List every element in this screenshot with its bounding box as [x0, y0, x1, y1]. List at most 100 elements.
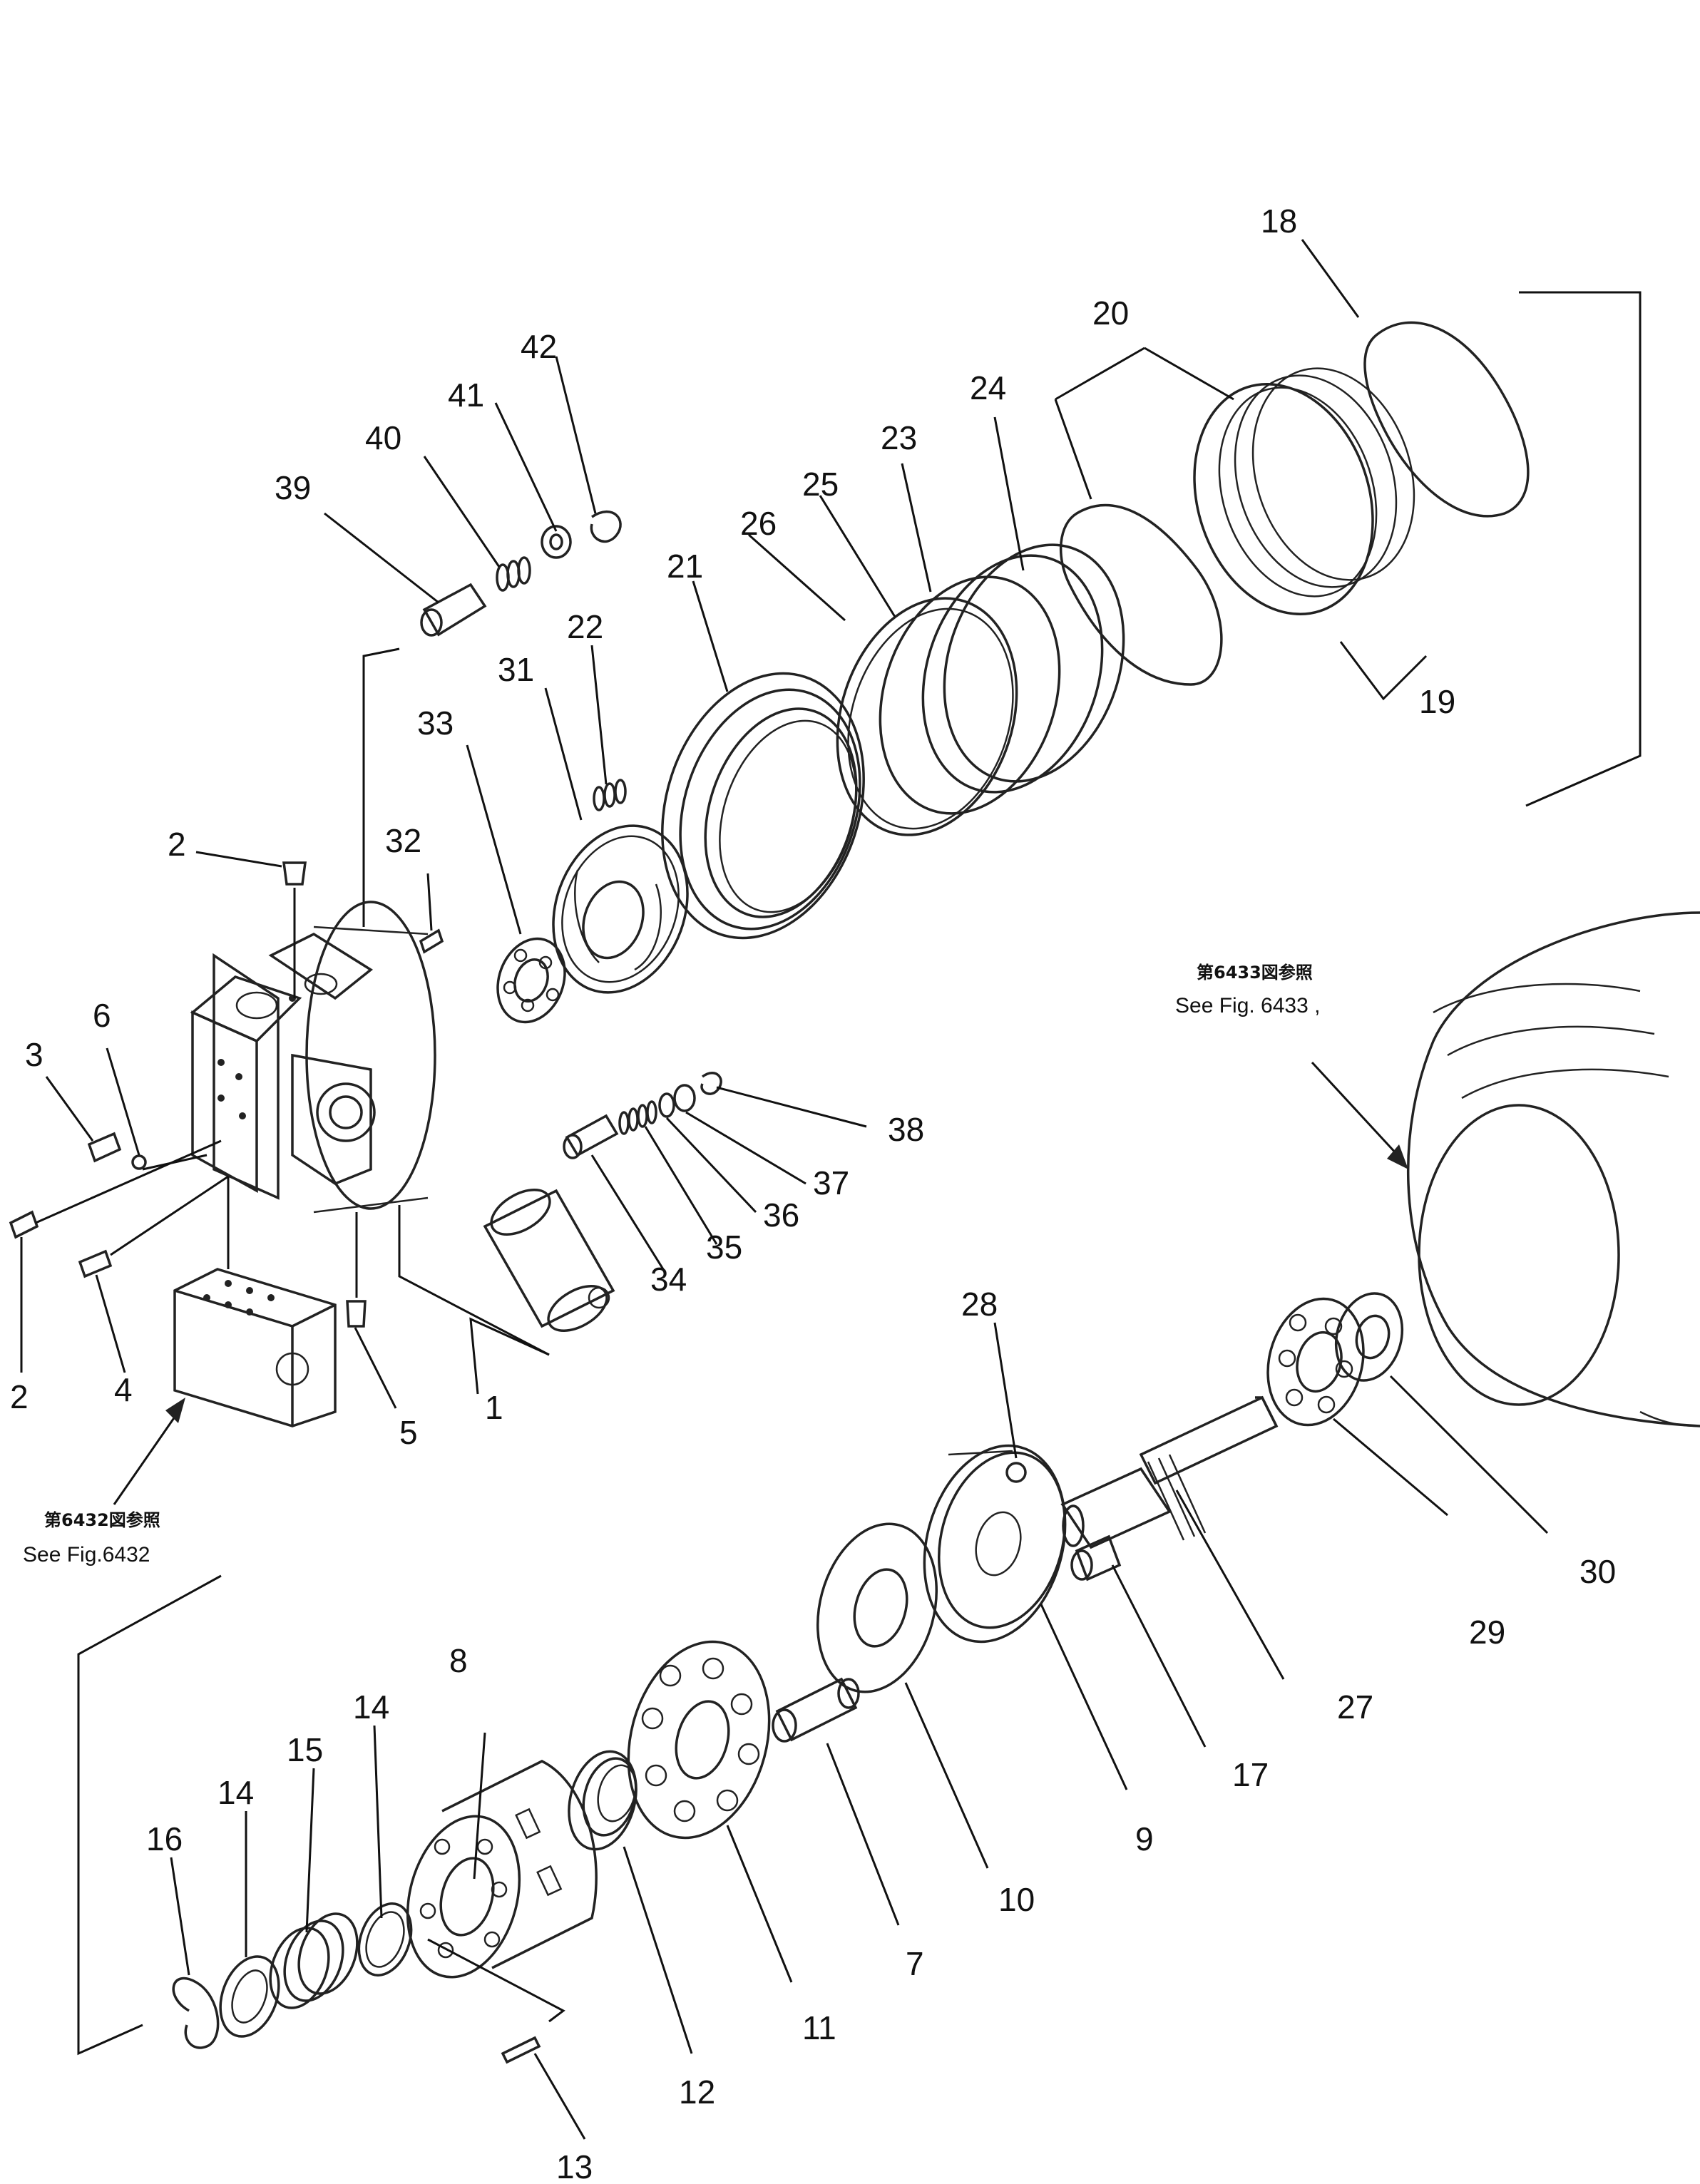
disc-pack-19 — [1193, 367, 1415, 615]
label-15: 15 — [287, 1731, 323, 1768]
label-24: 24 — [970, 369, 1006, 406]
label-41: 41 — [448, 376, 484, 414]
fig6432-arrowhead — [165, 1398, 185, 1423]
label-39: 39 — [275, 469, 311, 506]
label-38: 38 — [888, 1111, 924, 1148]
spring-40 — [496, 556, 531, 592]
fig6432-arrow — [113, 1411, 180, 1505]
snap-ring-38 — [700, 1072, 722, 1095]
ring-23 — [921, 554, 1104, 794]
valve-block — [173, 1176, 337, 1427]
plug-5 — [346, 1300, 367, 1328]
ball-28 — [1005, 1462, 1027, 1483]
label-6: 6 — [93, 997, 111, 1034]
fig6433-ref-en: See Fig. 6433 , — [1175, 994, 1320, 1017]
drive-shaft-27 — [1060, 1395, 1279, 1549]
cylinder-block-8 — [406, 1760, 598, 1979]
label-20: 20 — [1092, 294, 1129, 332]
label-11: 11 — [802, 2009, 836, 2046]
retainer-plate-11 — [627, 1640, 771, 1840]
label-5: 5 — [399, 1414, 418, 1451]
pin-13 — [501, 2036, 541, 2064]
label-35: 35 — [706, 1229, 742, 1266]
label-27: 27 — [1337, 1688, 1373, 1726]
snap-ring-16 — [172, 1977, 220, 2049]
washer-37 — [673, 1084, 696, 1112]
fig6433-arrowhead — [1387, 1144, 1408, 1169]
label-14-left: 14 — [217, 1774, 254, 1811]
final-drive-housing — [1406, 911, 1700, 1427]
label-37: 37 — [813, 1164, 849, 1201]
plug-34 — [563, 1114, 619, 1159]
label-12: 12 — [679, 2073, 715, 2111]
part-labels: 18 20 42 41 24 40 23 39 25 26 21 19 22 3… — [10, 202, 1616, 2184]
label-3: 3 — [25, 1036, 43, 1073]
label-40: 40 — [365, 419, 401, 456]
label-32: 32 — [385, 822, 421, 859]
label-25: 25 — [802, 466, 839, 503]
bushing-17 — [1070, 1534, 1122, 1581]
label-13: 13 — [556, 2148, 593, 2184]
fig6432-ref-jp: 第6432図参照 — [44, 1510, 160, 1530]
washer-14-left — [219, 1955, 280, 2038]
pin-4 — [78, 1249, 113, 1278]
plug-2-top — [282, 861, 307, 886]
label-18: 18 — [1261, 202, 1297, 240]
label-8: 8 — [449, 1642, 468, 1679]
label-21: 21 — [667, 548, 703, 585]
plate-18 — [1363, 321, 1530, 518]
label-26: 26 — [740, 505, 777, 542]
ring-25 — [879, 575, 1061, 815]
spring-22 — [593, 779, 627, 811]
fig6432-ref-en: See Fig.6432 — [23, 1543, 150, 1567]
label-10: 10 — [998, 1881, 1035, 1918]
ring-26-inner — [847, 607, 1014, 830]
label-7: 7 — [906, 1945, 924, 1982]
washer-14-left-inner — [231, 1969, 268, 2024]
label-2-top: 2 — [168, 826, 186, 863]
ring-26 — [836, 597, 1018, 836]
label-31: 31 — [498, 651, 534, 688]
fig6433-reference: 第6433図参照 See Fig. 6433 , — [1175, 963, 1320, 1017]
label-4: 4 — [114, 1371, 133, 1408]
lower-group-bracket — [77, 1574, 222, 2056]
plug-39 — [420, 583, 487, 637]
fig6433-arrow — [1311, 1061, 1399, 1157]
ring-36 — [658, 1092, 675, 1118]
bearing-33 — [496, 937, 566, 1024]
upper-group-bracket — [1519, 291, 1642, 807]
label-29: 29 — [1469, 1614, 1505, 1651]
label-16: 16 — [146, 1820, 183, 1857]
spring-15 — [269, 1912, 359, 2009]
bearing-29 — [1266, 1297, 1365, 1427]
label-34: 34 — [650, 1261, 687, 1298]
spring-35 — [618, 1100, 657, 1135]
piston-7 — [772, 1677, 860, 1743]
plug-2-left — [9, 1210, 39, 1239]
thrust-plate-10 — [816, 1522, 938, 1693]
label-9: 9 — [1135, 1820, 1154, 1857]
washer-14-right-inner — [365, 1911, 405, 1968]
valve-plate-31 — [552, 824, 689, 994]
label-19: 19 — [1419, 683, 1455, 720]
leader-lines — [20, 239, 1549, 2140]
spool-1 — [483, 1189, 615, 1332]
label-28: 28 — [961, 1286, 998, 1323]
plate-20 — [1060, 503, 1223, 686]
washer-41 — [541, 525, 572, 559]
label-30: 30 — [1579, 1553, 1616, 1590]
label-23: 23 — [881, 419, 917, 456]
label-14-right: 14 — [353, 1688, 389, 1726]
ring-24 — [943, 543, 1125, 783]
label-17: 17 — [1232, 1756, 1269, 1793]
snap-ring-42 — [590, 511, 622, 543]
label-33: 33 — [417, 704, 454, 742]
label-42: 42 — [521, 328, 557, 365]
fig6433-ref-jp: 第6433図参照 — [1197, 963, 1313, 983]
pin-32 — [419, 928, 444, 954]
ball-guide-12 — [568, 1750, 638, 1851]
ball-6 — [131, 1154, 147, 1170]
label-1: 1 — [485, 1389, 503, 1426]
